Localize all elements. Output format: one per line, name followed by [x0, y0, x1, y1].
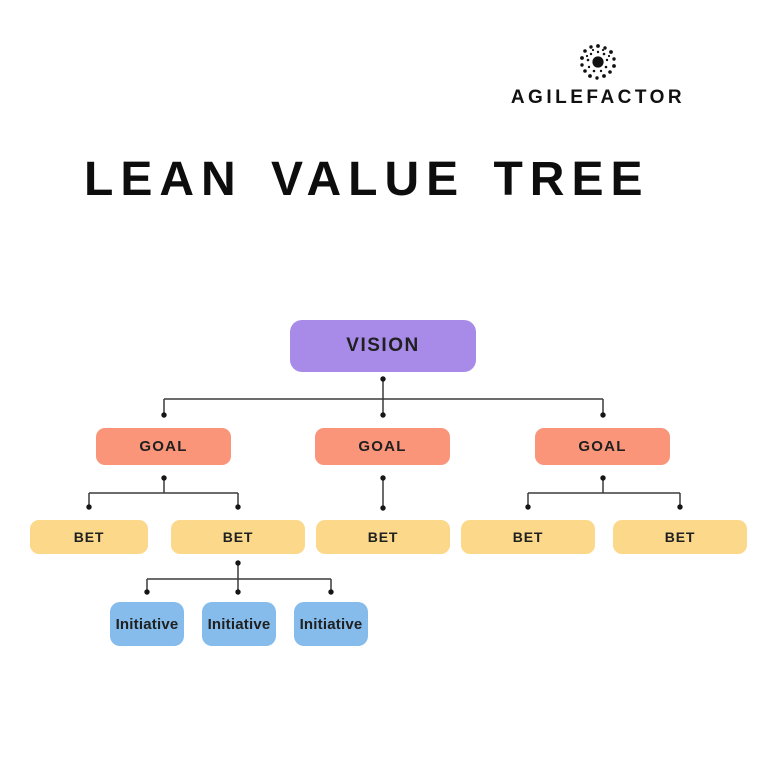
goal-label: GOAL [578, 438, 627, 455]
bet-label: BET [367, 529, 399, 545]
vision-label: VISION [346, 335, 420, 356]
bet-label: BET [512, 529, 544, 545]
node-bet-4: BET [461, 520, 595, 554]
bet-label: BET [222, 529, 254, 545]
node-vision: VISION [290, 320, 476, 372]
node-bet-5: BET [613, 520, 747, 554]
initiative-label: Initiative [207, 615, 271, 633]
initiative-label: Initiative [115, 615, 179, 633]
agilefactor-logo: AGILEFACTOR [500, 38, 696, 109]
node-bet-3: BET [316, 520, 450, 554]
node-bet-2: BET [171, 520, 305, 554]
brand-name: AGILEFACTOR [510, 87, 686, 108]
goal-label: GOAL [358, 438, 407, 455]
bet-label: BET [73, 529, 105, 545]
edges-bet2-to-initiatives [144, 560, 334, 595]
node-bet-1: BET [30, 520, 148, 554]
starburst-dots-icon [580, 44, 616, 80]
node-initiative-2: Initiative [202, 602, 276, 646]
node-initiative-3: Initiative [294, 602, 368, 646]
goal-label: GOAL [139, 438, 188, 455]
edges-vision-to-goals [161, 376, 606, 418]
page-title: LEAN VALUE TREE [84, 153, 650, 206]
edges-goal1-to-bets [86, 475, 241, 510]
initiative-label: Initiative [299, 615, 363, 633]
edges-goal3-to-bets [525, 475, 683, 510]
edges-goal2-to-bet [380, 475, 386, 511]
node-goal-1: GOAL [96, 428, 231, 465]
node-goal-3: GOAL [535, 428, 670, 465]
node-initiative-1: Initiative [110, 602, 184, 646]
bet-label: BET [664, 529, 696, 545]
node-goal-2: GOAL [315, 428, 450, 465]
